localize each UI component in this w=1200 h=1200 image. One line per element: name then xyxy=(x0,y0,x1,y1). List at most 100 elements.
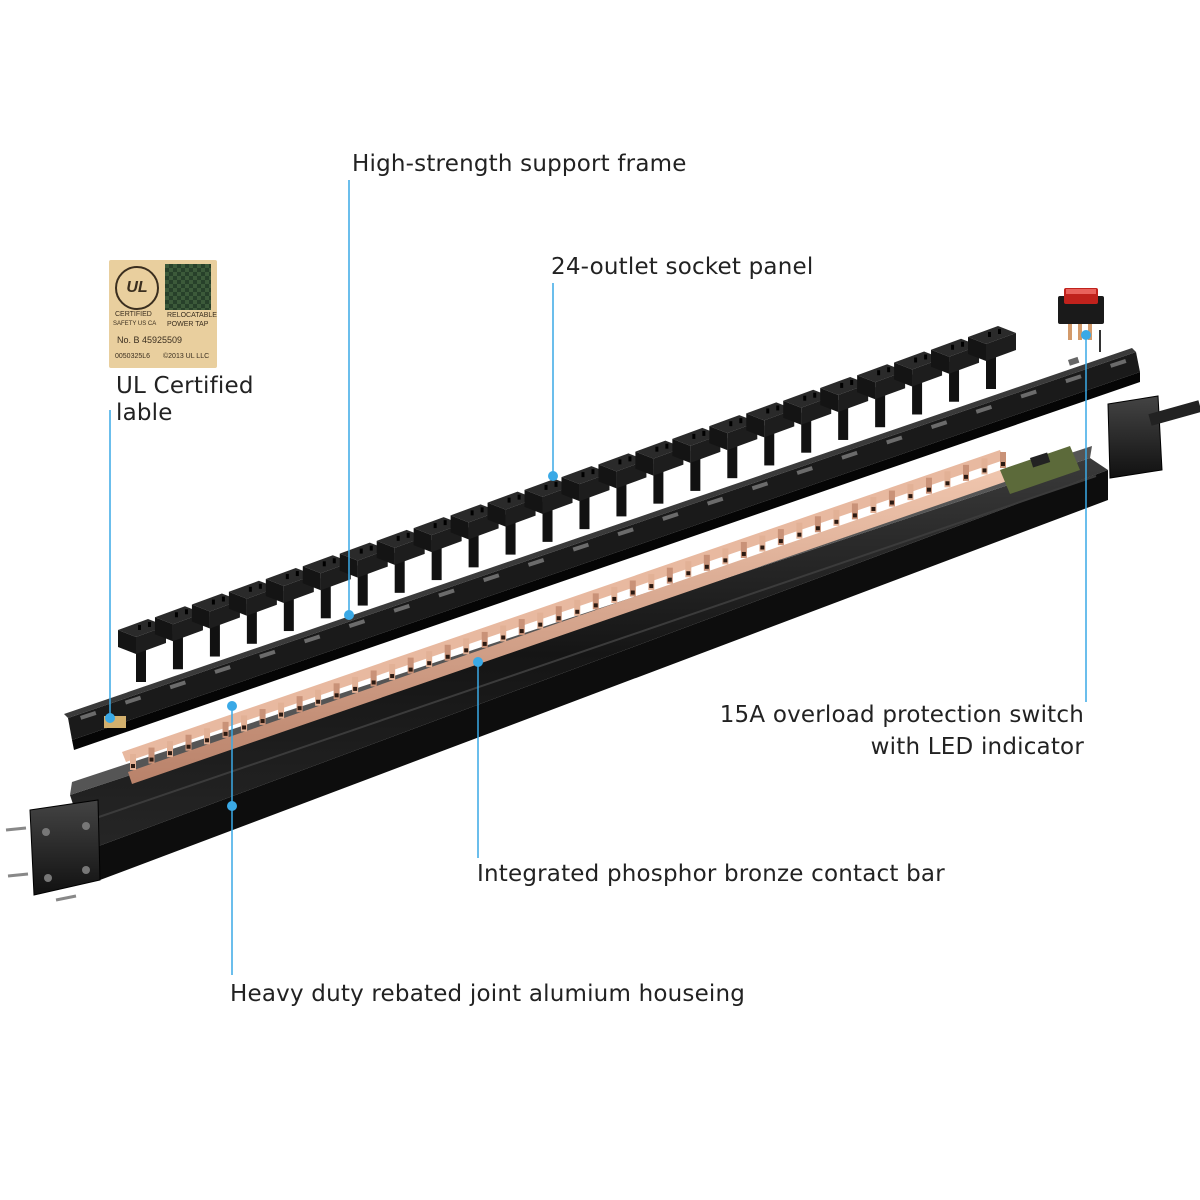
frame-slot xyxy=(930,420,948,430)
outlet-top xyxy=(524,478,573,497)
frame-slot xyxy=(662,512,679,521)
contact-rivet xyxy=(149,757,154,762)
socket-slot xyxy=(507,497,511,503)
outlet-pin xyxy=(468,527,479,568)
socket-slot xyxy=(998,329,1001,334)
socket-slot xyxy=(924,354,928,360)
contact-tab xyxy=(296,696,303,713)
outlet-top xyxy=(709,415,758,434)
contact-rivet xyxy=(371,680,376,685)
ul-certified-badge: UL CERTIFIED SAFETY US CA RELOCATABLE PO… xyxy=(109,260,217,368)
socket-slot xyxy=(433,523,437,529)
outlet-front xyxy=(154,617,173,642)
frame-slot xyxy=(483,573,500,583)
outlet-front xyxy=(302,566,321,591)
frame-slot xyxy=(886,435,903,445)
socket-slot xyxy=(396,535,400,541)
outlet-top xyxy=(746,402,795,421)
outlet-pin xyxy=(653,463,664,504)
socket-slot xyxy=(887,367,891,373)
socket-slot xyxy=(702,430,706,436)
contact-rivet xyxy=(168,751,173,756)
outlet-front xyxy=(709,426,728,451)
contact-tab xyxy=(315,689,322,706)
socket-slot xyxy=(591,469,595,475)
contact-rivet xyxy=(519,629,524,634)
outlet-pin xyxy=(912,374,923,415)
contact-tab xyxy=(1000,452,1006,468)
contact-tab xyxy=(574,599,581,616)
contact-rivet xyxy=(797,532,802,537)
contact-rivet xyxy=(1001,462,1005,466)
outlet-front xyxy=(931,349,950,374)
ul-product-line2: POWER TAP xyxy=(167,321,209,328)
socket-slot xyxy=(961,341,965,347)
frame-slot xyxy=(527,558,545,567)
socket-slot xyxy=(248,586,252,592)
socket-slot xyxy=(554,481,558,487)
contact-rivet xyxy=(667,577,672,582)
outlet-pin xyxy=(172,629,183,670)
outlet-front xyxy=(672,438,691,463)
contact-tab xyxy=(352,676,359,693)
socket-slot xyxy=(628,456,632,462)
frame-slot xyxy=(259,649,276,659)
outlet-front xyxy=(968,337,986,361)
leader-dot-switch xyxy=(1081,330,1091,340)
socket-slot xyxy=(332,558,336,564)
contact-tab xyxy=(426,651,433,668)
outlet-front xyxy=(857,375,876,400)
contact-rivet xyxy=(242,725,247,730)
contact-rivet xyxy=(279,712,284,717)
contact-tab xyxy=(148,747,155,764)
outlet-top xyxy=(228,580,277,599)
contact-tab xyxy=(962,464,969,481)
ul-certified-text: CERTIFIED xyxy=(115,311,152,318)
leader-dot-ul-label xyxy=(105,713,115,723)
contact-rivet xyxy=(186,744,191,749)
contact-rivet xyxy=(464,648,469,653)
socket-slot xyxy=(221,596,225,602)
outlet-pin xyxy=(136,642,146,682)
contact-tab xyxy=(796,522,803,539)
contact-rivet xyxy=(316,699,321,704)
contact-rivet xyxy=(834,519,839,524)
outlet-top xyxy=(820,376,869,395)
contact-rivet xyxy=(482,641,487,646)
contact-tab xyxy=(666,567,673,584)
socket-slot xyxy=(803,395,807,401)
contact-tab xyxy=(777,529,784,546)
outlet-top xyxy=(561,466,610,485)
outlet-top xyxy=(857,364,906,383)
contact-tab xyxy=(518,619,525,636)
contact-tab xyxy=(629,580,636,597)
contact-rivet xyxy=(630,590,635,595)
socket-panel xyxy=(118,326,1016,682)
socket-slot xyxy=(295,571,299,577)
outlet-top xyxy=(450,504,499,523)
contact-tab xyxy=(981,458,988,475)
frame-slot xyxy=(841,450,858,460)
outlet-pin xyxy=(690,450,701,491)
outlet-front xyxy=(450,515,469,540)
outlet-top xyxy=(635,440,684,459)
contact-rivet xyxy=(926,487,931,492)
outlet-front xyxy=(894,362,913,387)
contact-tab xyxy=(592,593,599,610)
contact-tab xyxy=(870,496,877,513)
label-switch-line1: 15A overload protection switch xyxy=(719,702,1084,728)
ul-safety-text: SAFETY US CA xyxy=(113,321,157,327)
outlet-front xyxy=(635,451,654,476)
outlet-pin xyxy=(801,412,812,453)
outlet-pin xyxy=(875,387,886,428)
ul-product-line1: RELOCATABLE xyxy=(167,312,217,319)
frame-slot xyxy=(796,466,813,475)
contact-tab xyxy=(907,484,914,501)
contact-tab xyxy=(167,741,174,758)
outlet-top xyxy=(413,517,462,536)
contact-rivet xyxy=(223,731,228,736)
frame-slot xyxy=(706,496,724,506)
socket-slot xyxy=(729,421,733,427)
contact-tab xyxy=(389,664,396,681)
